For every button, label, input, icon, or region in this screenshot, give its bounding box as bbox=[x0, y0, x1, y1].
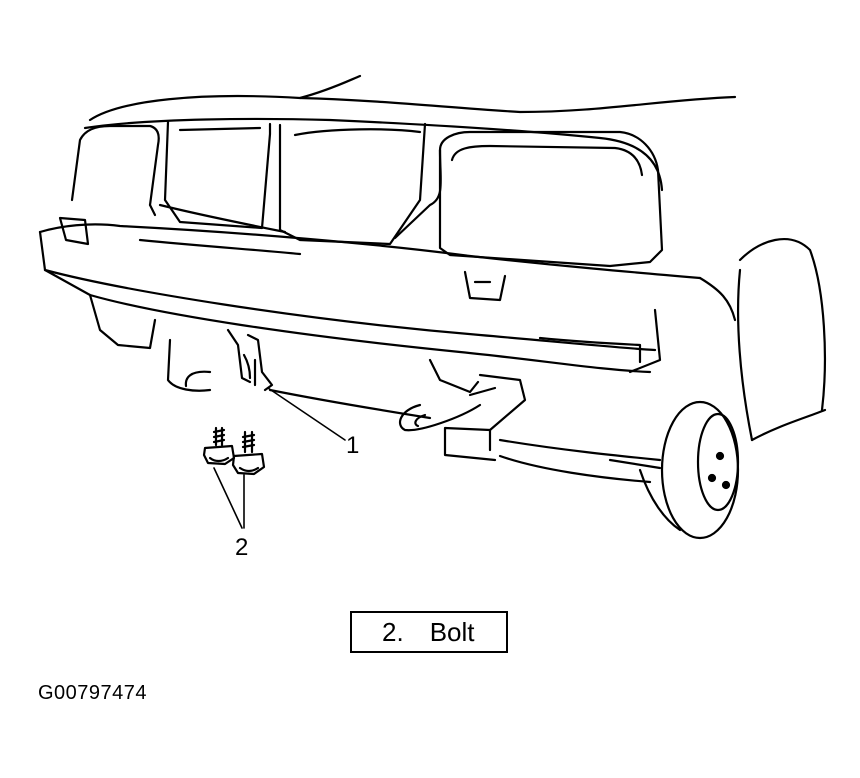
tow-hook bbox=[398, 386, 497, 432]
wheel bbox=[608, 400, 740, 540]
legend-text: Bolt bbox=[429, 616, 475, 647]
legend-number: 2. bbox=[382, 616, 404, 647]
callout-2-label: 2 bbox=[235, 534, 249, 561]
bracket bbox=[226, 328, 274, 392]
figure-id: G00797474 bbox=[38, 682, 148, 704]
callout-1-label: 1 bbox=[346, 432, 360, 459]
bumper bbox=[38, 216, 737, 374]
hood-outline bbox=[83, 74, 737, 192]
fender bbox=[736, 238, 827, 442]
lower-body bbox=[88, 293, 662, 484]
bolt-right bbox=[231, 430, 266, 476]
leader-lines bbox=[213, 387, 346, 529]
legend-box: 2. Bolt bbox=[350, 611, 508, 653]
bolt-left bbox=[202, 426, 236, 466]
